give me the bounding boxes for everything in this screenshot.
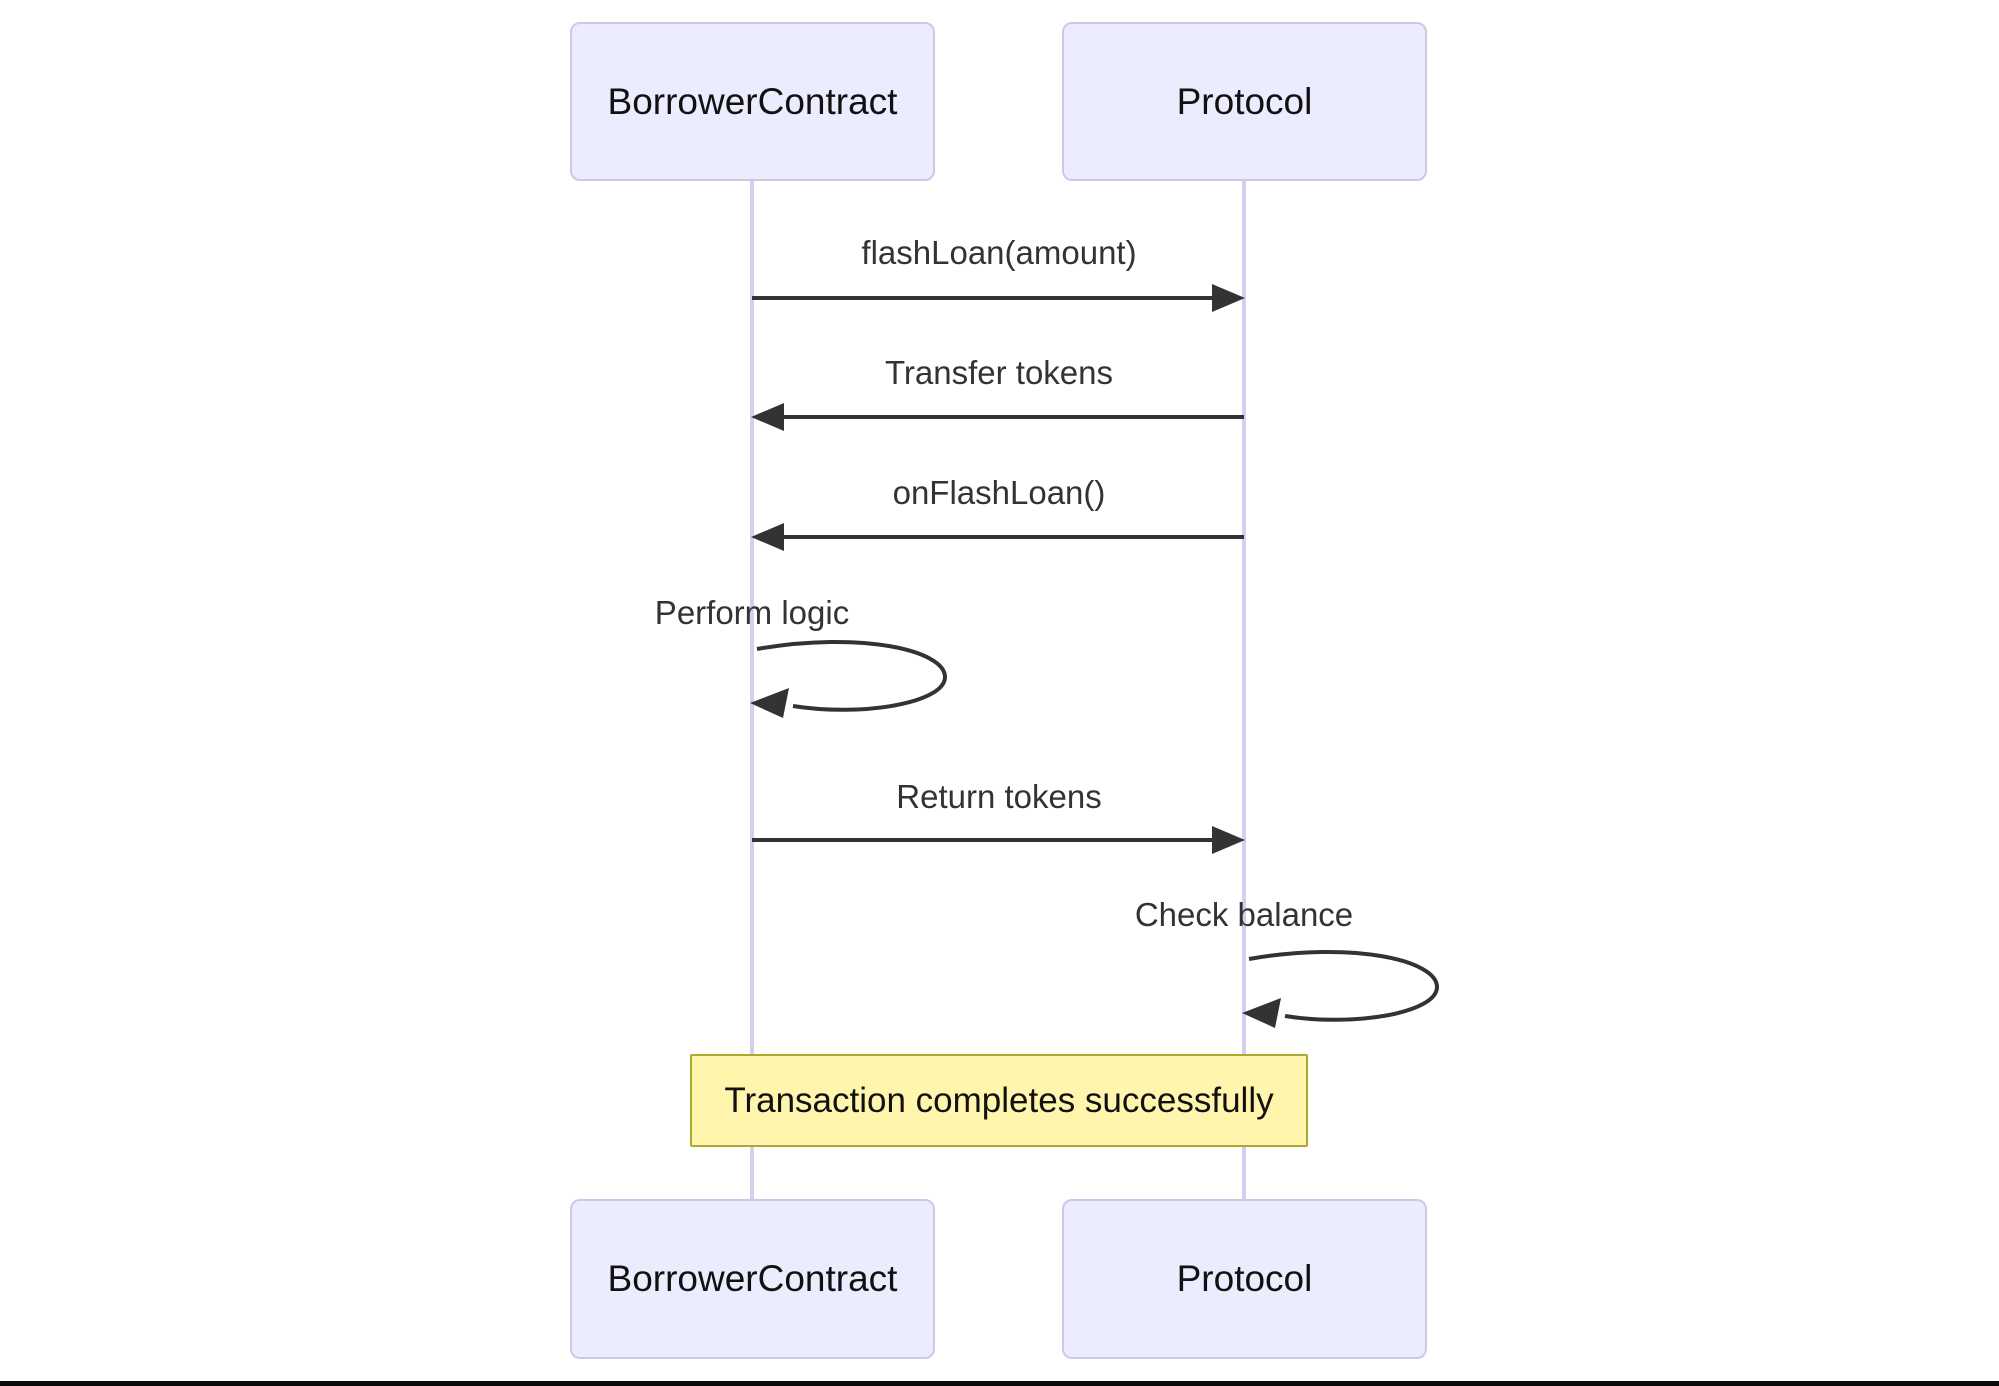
self-loop-check-balance-head — [1242, 998, 1281, 1028]
self-loop-check-balance — [1248, 949, 1440, 1022]
bottom-border-line — [0, 1381, 1999, 1386]
message-label-check-balance: Check balance — [1134, 896, 1354, 933]
actor-top-protocol-label: Protocol — [1176, 80, 1313, 122]
note-transaction-completes-label: Transaction completes successfully — [724, 1080, 1274, 1120]
actor-top-borrowercontract-label: BorrowerContract — [607, 80, 898, 122]
arrow-return-tokens-head — [1212, 826, 1245, 854]
message-label-transfer-tokens: Transfer tokens — [884, 354, 1114, 391]
actor-top-protocol: Protocol — [1062, 22, 1427, 181]
message-label-perform-logic: Perform logic — [654, 594, 850, 631]
actor-bottom-protocol-label: Protocol — [1176, 1258, 1313, 1299]
actor-bottom-borrowercontract: BorrowerContract — [570, 1199, 935, 1359]
arrow-onflashloan-head — [751, 523, 784, 551]
self-loop-perform-logic — [756, 639, 948, 712]
arrow-transfer-tokens-head — [751, 403, 784, 431]
message-label-onflashloan: onFlashLoan() — [892, 474, 1106, 511]
message-label-return-tokens: Return tokens — [896, 778, 1102, 815]
actor-top-borrowercontract: BorrowerContract — [570, 22, 935, 181]
note-transaction-completes: Transaction completes successfully — [690, 1054, 1308, 1147]
message-label-flashloan: flashLoan(amount) — [861, 234, 1137, 271]
actor-bottom-protocol: Protocol — [1062, 1199, 1427, 1359]
actor-bottom-borrowercontract-label: BorrowerContract — [607, 1258, 898, 1299]
self-loop-perform-logic-head — [750, 688, 789, 718]
arrow-flashloan-head — [1212, 284, 1245, 312]
